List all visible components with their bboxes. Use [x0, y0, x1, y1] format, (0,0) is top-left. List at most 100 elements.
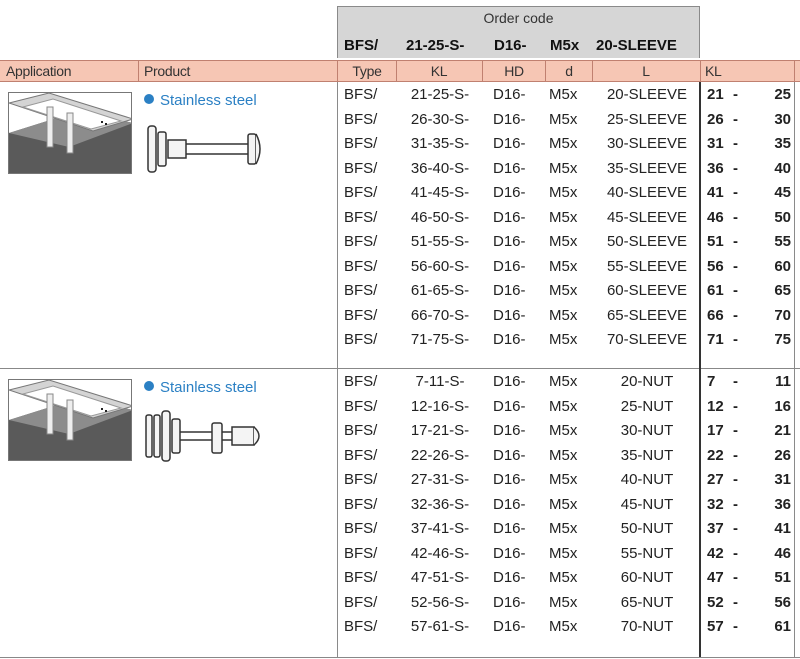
cell-l: 45-NUT: [620, 495, 674, 513]
cell-type: BFS/: [344, 159, 378, 177]
application-illustration: [8, 92, 132, 174]
cell-l: 55-SLEEVE: [606, 257, 688, 275]
order-code-header: Order code BFS/ 21-25-S- D16- M5x 20-SLE…: [337, 6, 700, 58]
cell-hd: D16-: [493, 306, 526, 324]
cell-type: BFS/: [344, 520, 378, 537]
range-dash: -: [733, 306, 738, 324]
cell-type: BFS/: [344, 208, 378, 226]
range-dash: -: [733, 110, 738, 128]
range-dash: -: [733, 184, 738, 201]
cell-type: BFS/: [344, 422, 378, 439]
cell-type: BFS/: [344, 86, 378, 103]
cell-kl-max: 40: [774, 159, 791, 177]
cell-d: M5x: [549, 397, 578, 415]
range-dash: -: [733, 618, 738, 635]
header-type: Type: [352, 63, 382, 79]
range-dash: -: [733, 422, 738, 439]
range-dash: -: [733, 257, 738, 275]
cell-kl: 21-25-S-: [410, 86, 470, 103]
cell-kl-min: 52: [707, 593, 724, 611]
range-dash: -: [733, 135, 738, 152]
cell-hd: D16-: [493, 373, 526, 390]
range-dash: -: [733, 569, 738, 586]
cell-kl: 52-56-S-: [410, 593, 470, 611]
bullet-icon: [144, 94, 154, 104]
cell-kl-min: 37: [707, 520, 724, 537]
cell-l: 50-SLEEVE: [606, 233, 688, 250]
cell-d: M5x: [549, 544, 578, 562]
cell-l: 50-NUT: [620, 520, 674, 537]
cell-kl-min: 17: [707, 422, 724, 439]
cell-kl: 12-16-S-: [410, 397, 470, 415]
cell-type: BFS/: [344, 471, 378, 488]
cell-l: 25-SLEEVE: [606, 110, 688, 128]
header-divider: [794, 61, 795, 81]
cell-kl-max: 50: [774, 208, 791, 226]
cell-kl-max: 56: [774, 593, 791, 611]
cell-type: BFS/: [344, 184, 378, 201]
cell-kl-max: 11: [775, 373, 791, 390]
cell-hd: D16-: [493, 495, 526, 513]
cell-kl-min: 42: [707, 544, 724, 562]
range-dash: -: [733, 282, 738, 299]
cell-type: BFS/: [344, 618, 378, 635]
range-dash: -: [733, 520, 738, 537]
header-divider: [396, 61, 397, 81]
header-kl-range: KL: [705, 63, 722, 79]
cell-kl-min: 32: [707, 495, 724, 513]
cell-kl-max: 26: [774, 446, 791, 464]
cell-hd: D16-: [493, 159, 526, 177]
range-dash: -: [733, 397, 738, 415]
cell-l: 25-NUT: [620, 397, 674, 415]
cell-d: M5x: [549, 520, 578, 537]
cell-kl-min: 61: [707, 282, 724, 299]
cell-kl-max: 65: [774, 282, 791, 299]
range-dash: -: [733, 208, 738, 226]
cell-d: M5x: [549, 257, 578, 275]
cell-hd: D16-: [493, 184, 526, 201]
product-label: Stainless steel: [144, 92, 257, 109]
cell-l: 65-SLEEVE: [606, 306, 688, 324]
product-label: Stainless steel: [144, 379, 257, 396]
range-dash: -: [733, 544, 738, 562]
cell-kl: 57-61-S-: [410, 618, 470, 635]
cell-kl: 17-21-S-: [410, 422, 470, 439]
cell-hd: D16-: [493, 208, 526, 226]
header-kl: KL: [430, 63, 448, 79]
product-name: Stainless steel: [160, 379, 257, 396]
cell-type: BFS/: [344, 331, 378, 348]
cell-hd: D16-: [493, 446, 526, 464]
cell-d: M5x: [549, 331, 578, 348]
header-d: d: [565, 63, 573, 79]
cell-l: 30-SLEEVE: [606, 135, 688, 152]
cell-kl-min: 26: [707, 110, 724, 128]
cell-kl-min: 22: [707, 446, 724, 464]
cell-kl-max: 75: [774, 331, 791, 348]
cell-kl-max: 31: [774, 471, 791, 488]
cell-d: M5x: [549, 208, 578, 226]
cell-l: 40-SLEEVE: [606, 184, 688, 201]
order-code-part-hd: D16-: [494, 37, 527, 54]
cell-kl: 47-51-S-: [410, 569, 470, 586]
cell-kl: 27-31-S-: [410, 471, 470, 488]
cell-type: BFS/: [344, 446, 378, 464]
header-divider: [592, 61, 593, 81]
cell-type: BFS/: [344, 544, 378, 562]
range-dash: -: [733, 331, 738, 348]
cell-hd: D16-: [493, 86, 526, 103]
cell-type: BFS/: [344, 495, 378, 513]
cell-type: BFS/: [344, 397, 378, 415]
cell-type: BFS/: [344, 593, 378, 611]
cell-kl: 7-11-S-: [415, 373, 465, 390]
